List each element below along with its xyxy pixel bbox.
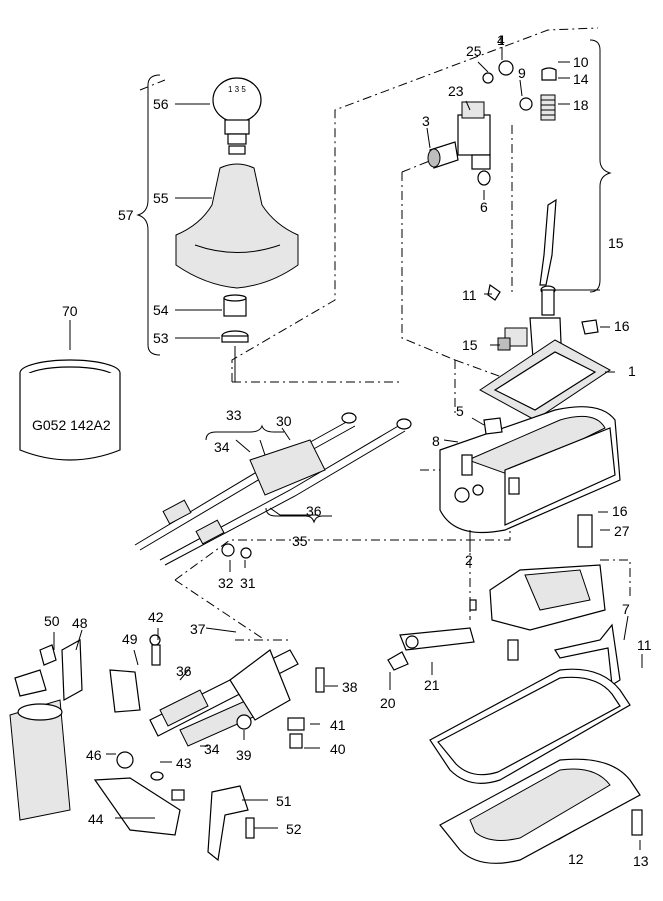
callout: 3 xyxy=(422,113,430,129)
callout: 27 xyxy=(614,523,630,539)
callout: 11 xyxy=(637,637,652,653)
callout: 32 xyxy=(218,575,234,591)
callout: 34 xyxy=(214,439,230,455)
lever-bracket xyxy=(387,514,621,687)
callout: 51 xyxy=(276,793,292,809)
callout: 16 xyxy=(614,318,630,334)
callout: 43 xyxy=(176,755,192,771)
callout: 40 xyxy=(330,741,346,757)
callout: 5 xyxy=(456,403,464,419)
callout: 36 xyxy=(176,663,192,679)
gasket-frame xyxy=(479,339,611,421)
callout: 57 xyxy=(118,207,134,223)
callout: 23 xyxy=(448,83,464,99)
shift-rod xyxy=(539,198,557,286)
callout: 20 xyxy=(380,695,396,711)
callout: 12 xyxy=(568,851,584,867)
shift-cables xyxy=(134,412,412,566)
callout: 4 xyxy=(497,32,505,48)
callout: 52 xyxy=(286,821,302,837)
callout: 35 xyxy=(292,533,308,549)
ring-part xyxy=(19,320,121,461)
callout-labels: 1 1 2 3 4 5 6 7 8 9 10 11 11 12 13 14 15… xyxy=(32,32,652,869)
ball-socket xyxy=(477,170,491,186)
callout: 48 xyxy=(72,615,88,631)
callout: 41 xyxy=(330,717,346,733)
leader-lines xyxy=(53,47,643,850)
callout: 34 xyxy=(204,741,220,757)
callout: 36 xyxy=(306,503,322,519)
gear-boot xyxy=(175,163,299,289)
callout: 8 xyxy=(432,433,440,449)
callout: 25 xyxy=(466,43,482,59)
callout: 14 xyxy=(573,71,589,87)
callout: 9 xyxy=(518,65,526,81)
callout: 54 xyxy=(153,302,169,318)
callout: 1 xyxy=(628,363,636,379)
callout: 15 xyxy=(608,235,624,251)
shift-housing xyxy=(439,406,621,534)
callout: 56 xyxy=(153,96,169,112)
callout: 6 xyxy=(480,199,488,215)
callout: 50 xyxy=(44,613,60,629)
spring xyxy=(540,94,556,121)
svg-text:1 3 5: 1 3 5 xyxy=(228,85,246,94)
callout: 10 xyxy=(573,54,589,70)
callout: 13 xyxy=(633,853,649,869)
callout: 31 xyxy=(240,575,256,591)
callout: 11 xyxy=(462,287,477,303)
gear-knob-assembly: 1 3 5 xyxy=(136,74,299,382)
callout: 55 xyxy=(153,190,169,206)
callout: 7 xyxy=(622,601,630,617)
callout: 16 xyxy=(612,503,628,519)
base-gasket xyxy=(429,668,643,864)
callout: 1 xyxy=(497,32,505,48)
callout: 53 xyxy=(153,330,169,346)
callout: 37 xyxy=(190,621,206,637)
callout: 42 xyxy=(148,609,164,625)
callout: 15 xyxy=(462,337,478,353)
callout: 70 xyxy=(62,303,78,319)
selector-arm xyxy=(399,627,475,651)
callout: 49 xyxy=(122,631,138,647)
linkage-plate xyxy=(109,669,141,713)
callout: 18 xyxy=(573,97,589,113)
pedal-bracket xyxy=(93,777,181,836)
support-bracket xyxy=(207,785,249,862)
mount-bracket xyxy=(229,649,291,721)
lower-linkage-assembly xyxy=(9,634,325,862)
callout: 21 xyxy=(424,677,440,693)
cable-bracket xyxy=(249,439,326,496)
callout: 39 xyxy=(236,747,252,763)
bearing-housing xyxy=(457,114,491,156)
diagram-code: G052 142A2 xyxy=(32,417,111,433)
callout: 44 xyxy=(88,811,104,827)
callout: 30 xyxy=(276,413,292,429)
callout: 2 xyxy=(465,552,473,568)
callout: 33 xyxy=(226,407,242,423)
callout: 46 xyxy=(86,747,102,763)
callout: 38 xyxy=(342,679,358,695)
